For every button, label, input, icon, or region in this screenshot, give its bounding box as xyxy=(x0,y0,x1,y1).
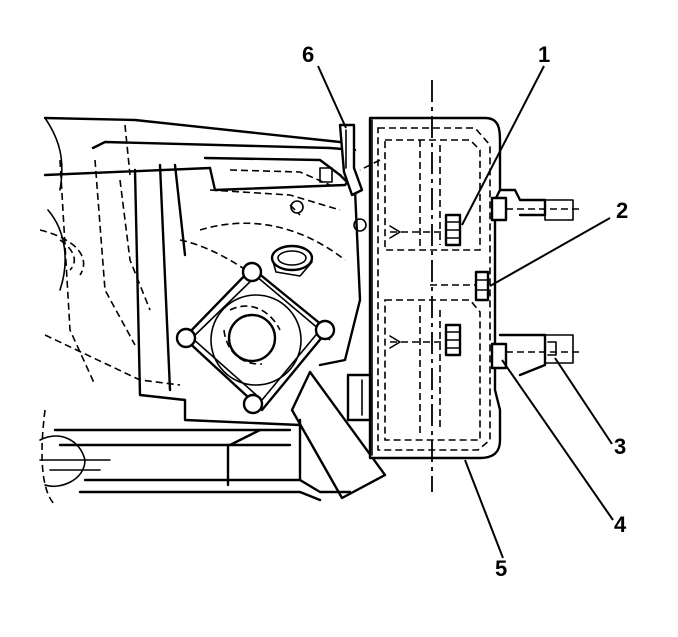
bolt-upper xyxy=(389,213,462,247)
stud-lower xyxy=(490,333,580,377)
bolt-lower xyxy=(389,323,462,357)
callout-5: 5 xyxy=(495,556,507,581)
bolt-middle xyxy=(430,270,490,302)
stud-upper xyxy=(490,188,580,222)
callout-leaders xyxy=(317,65,614,559)
frame-structure xyxy=(39,116,357,427)
bracket-plate xyxy=(338,123,364,197)
pitman-flange xyxy=(175,261,336,415)
callout-3: 3 xyxy=(614,434,626,459)
callout-4: 4 xyxy=(614,512,627,537)
pitman-arm xyxy=(290,370,387,500)
lower-bar xyxy=(39,409,352,506)
callout-6: 6 xyxy=(302,42,314,67)
filler-cap xyxy=(270,244,314,277)
callout-1: 1 xyxy=(538,42,550,67)
reinforcement-box xyxy=(346,116,502,460)
callout-2: 2 xyxy=(616,198,628,223)
